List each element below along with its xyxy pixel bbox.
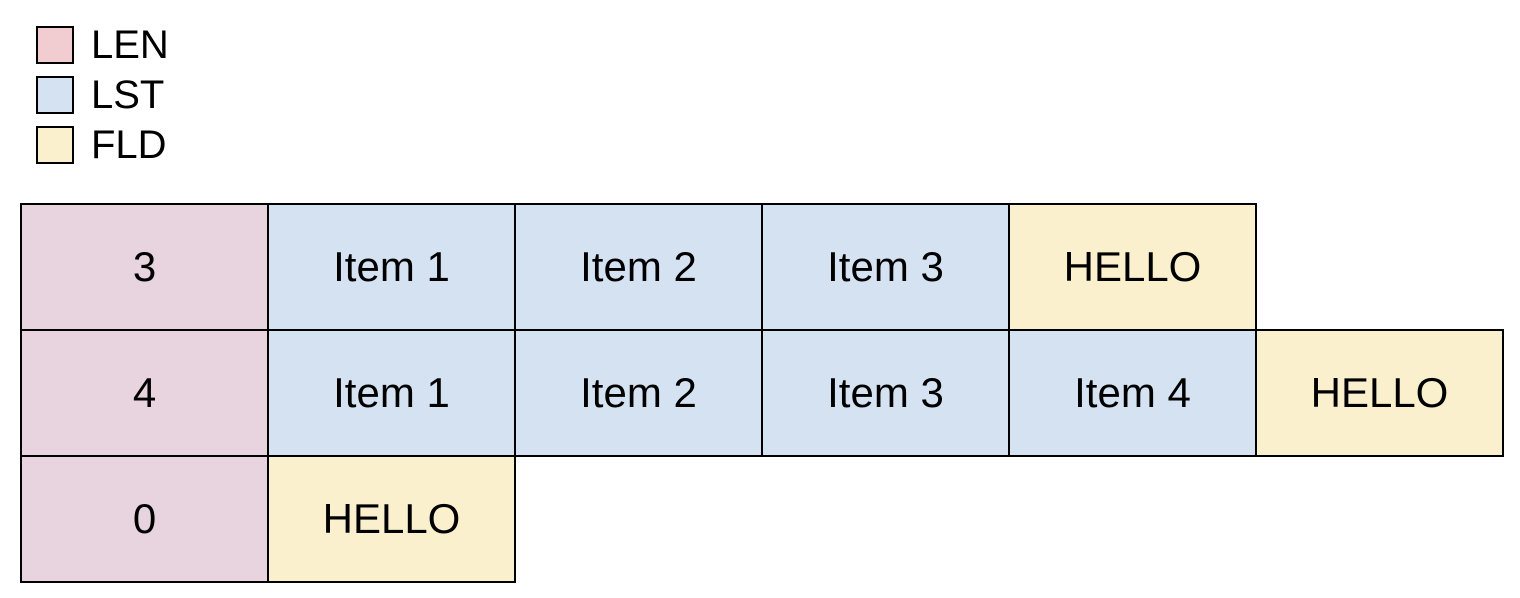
cell-lst: Item 3	[761, 203, 1010, 331]
cell-len: 4	[20, 329, 269, 457]
legend-label: FLD	[91, 123, 167, 167]
legend-item-fld: FLD	[36, 123, 169, 167]
cell-fld: HELLO	[1008, 203, 1257, 331]
legend-item-lst: LST	[36, 73, 169, 117]
legend-swatch-len	[36, 26, 74, 64]
cell-lst: Item 1	[267, 329, 516, 457]
cell-lst: Item 2	[514, 203, 763, 331]
cell-len: 0	[20, 455, 269, 583]
legend: LEN LST FLD	[36, 23, 169, 176]
cell-lst: Item 4	[1008, 329, 1257, 457]
cell-fld: HELLO	[267, 455, 516, 583]
cell-fld: HELLO	[1255, 329, 1504, 457]
legend-label: LEN	[91, 23, 169, 67]
cell-len: 3	[20, 203, 269, 331]
legend-swatch-fld	[36, 126, 74, 164]
legend-item-len: LEN	[36, 23, 169, 67]
legend-swatch-lst	[36, 76, 74, 114]
cell-lst: Item 3	[761, 329, 1010, 457]
cell-lst: Item 1	[267, 203, 516, 331]
cell-lst: Item 2	[514, 329, 763, 457]
legend-label: LST	[91, 73, 165, 117]
